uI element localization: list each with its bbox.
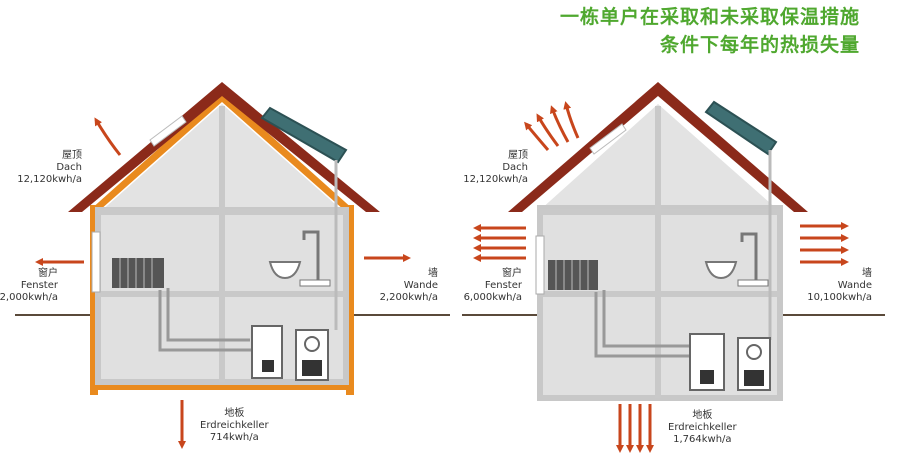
- wall-label-zh: 墙: [862, 268, 872, 279]
- window-label-value: 2,000kwh/a: [0, 292, 58, 303]
- heating-pipes: [158, 290, 262, 352]
- floor-label-value: 714kwh/a: [209, 432, 259, 443]
- window: [91, 231, 101, 293]
- roof-label-zh: 屋顶: [62, 150, 82, 161]
- heat-arrows-floor-right: [616, 404, 654, 453]
- insulated-house: [35, 82, 411, 449]
- wall-label-right: 墙 Wande 10,100kwh/a: [807, 268, 872, 304]
- wall-label-value: 10,100kwh/a: [807, 292, 872, 303]
- roof-label-left: 屋顶 Dach 12,120kwh/a: [17, 150, 82, 186]
- floor-label-zh: 地板: [692, 410, 713, 421]
- boiler-right: [689, 333, 725, 391]
- roof-label-value: 12,120kwh/a: [463, 174, 528, 185]
- roof-window: [149, 115, 187, 147]
- roof-label-de: Dach: [502, 162, 528, 173]
- heat-arrow-roof: [94, 117, 122, 156]
- window-label-zh: 窗户: [38, 268, 58, 279]
- window-label-left: 窗户 Fenster 2,000kwh/a: [0, 268, 58, 304]
- floor-label-de: Erdreichkeller: [200, 420, 269, 431]
- window-label-de: Fenster: [20, 280, 58, 291]
- window-label-right: 窗户 Fenster 6,000kwh/a: [464, 268, 522, 304]
- sink-right: [704, 261, 738, 280]
- window-label-zh: 窗户: [502, 268, 522, 279]
- floor-label-zh: 地板: [224, 408, 245, 419]
- wall-label-de: Wande: [837, 280, 872, 291]
- uninsulated-house: [473, 82, 849, 453]
- floor-label-value: 1,764kwh/a: [673, 434, 732, 445]
- insulation-wall-right: [346, 205, 354, 395]
- wall-label-de: Wande: [403, 280, 438, 291]
- heat-arrows-window-right: [473, 224, 526, 262]
- wall-label-left: 墙 Wande 2,200kwh/a: [380, 268, 438, 304]
- radiator-right: [548, 260, 598, 290]
- roof-label-zh: 屋顶: [508, 150, 528, 161]
- storage-tank: [295, 329, 329, 381]
- radiator: [112, 258, 164, 288]
- window-label-value: 6,000kwh/a: [463, 292, 522, 303]
- wall-label-zh: 墙: [428, 268, 438, 279]
- floor-label-right: 地板 Erdreichkeller 1,764kwh/a: [668, 410, 737, 446]
- solar-panel-right: [704, 100, 778, 156]
- insulation-wall-left: [90, 205, 98, 395]
- window-label-de: Fenster: [484, 280, 522, 291]
- shower: [302, 230, 320, 282]
- sink: [268, 261, 302, 280]
- shower-right: [740, 232, 758, 282]
- title-line-1: 一栋单户在采取和未采取保温措施: [559, 6, 860, 28]
- roof-label-de: Dach: [56, 162, 82, 173]
- roof-label-value: 12,120kwh/a: [17, 174, 82, 185]
- insulation-floor: [98, 382, 348, 390]
- heat-arrows-roof-right: [524, 101, 580, 151]
- wall-label-value: 2,200kwh/a: [379, 292, 438, 303]
- solar-panel: [260, 106, 348, 164]
- floor-label-de: Erdreichkeller: [668, 422, 737, 433]
- window-right: [535, 235, 545, 295]
- roof-window-right: [589, 123, 627, 155]
- roof-label-right: 屋顶 Dach 12,120kwh/a: [463, 150, 528, 186]
- heat-arrows-wall-right: [800, 222, 849, 266]
- floor-label-left: 地板 Erdreichkeller 714kwh/a: [200, 408, 269, 444]
- title-line-2: 条件下每年的热损失量: [659, 34, 860, 56]
